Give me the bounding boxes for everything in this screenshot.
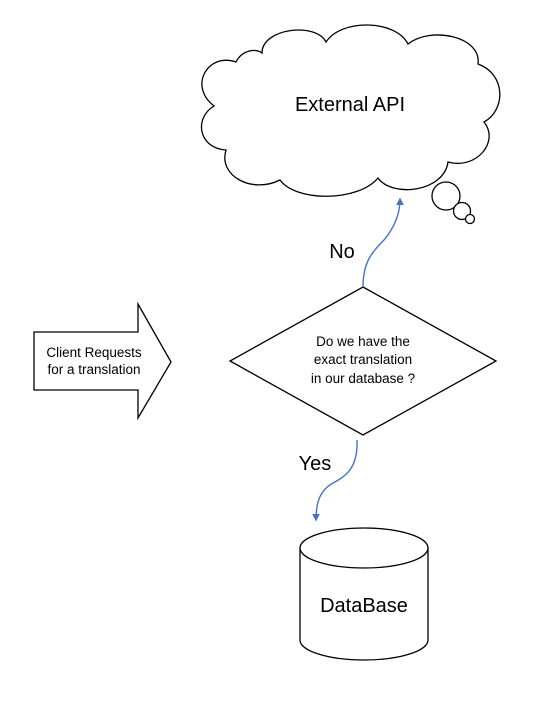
decision-diamond: Do we have the exact translation in our …	[228, 286, 498, 436]
yes-connector-arrow	[312, 439, 358, 522]
thought-bubble-medium	[452, 201, 472, 221]
database-label: DataBase	[320, 595, 408, 617]
database-cylinder: DataBase	[299, 527, 429, 661]
client-request-arrow-shape: Client Requests for a translation	[33, 301, 172, 421]
external-api-cloud: External API	[200, 24, 501, 225]
external-api-label: External API	[295, 94, 405, 116]
no-edge-label: No	[329, 241, 355, 263]
client-request-label-line-2: for a translation	[47, 362, 140, 377]
thought-bubble-small	[464, 213, 476, 225]
yes-edge-label: Yes	[299, 453, 332, 475]
thought-bubble-large	[431, 181, 461, 211]
decision-label-line-1: Do we have the	[316, 334, 410, 349]
no-connector-arrow	[362, 197, 404, 288]
client-request-label-line-1: Client Requests	[46, 345, 142, 360]
decision-label-line-3: in our database ?	[311, 371, 415, 386]
decision-label-line-2: exact translation	[314, 352, 412, 367]
